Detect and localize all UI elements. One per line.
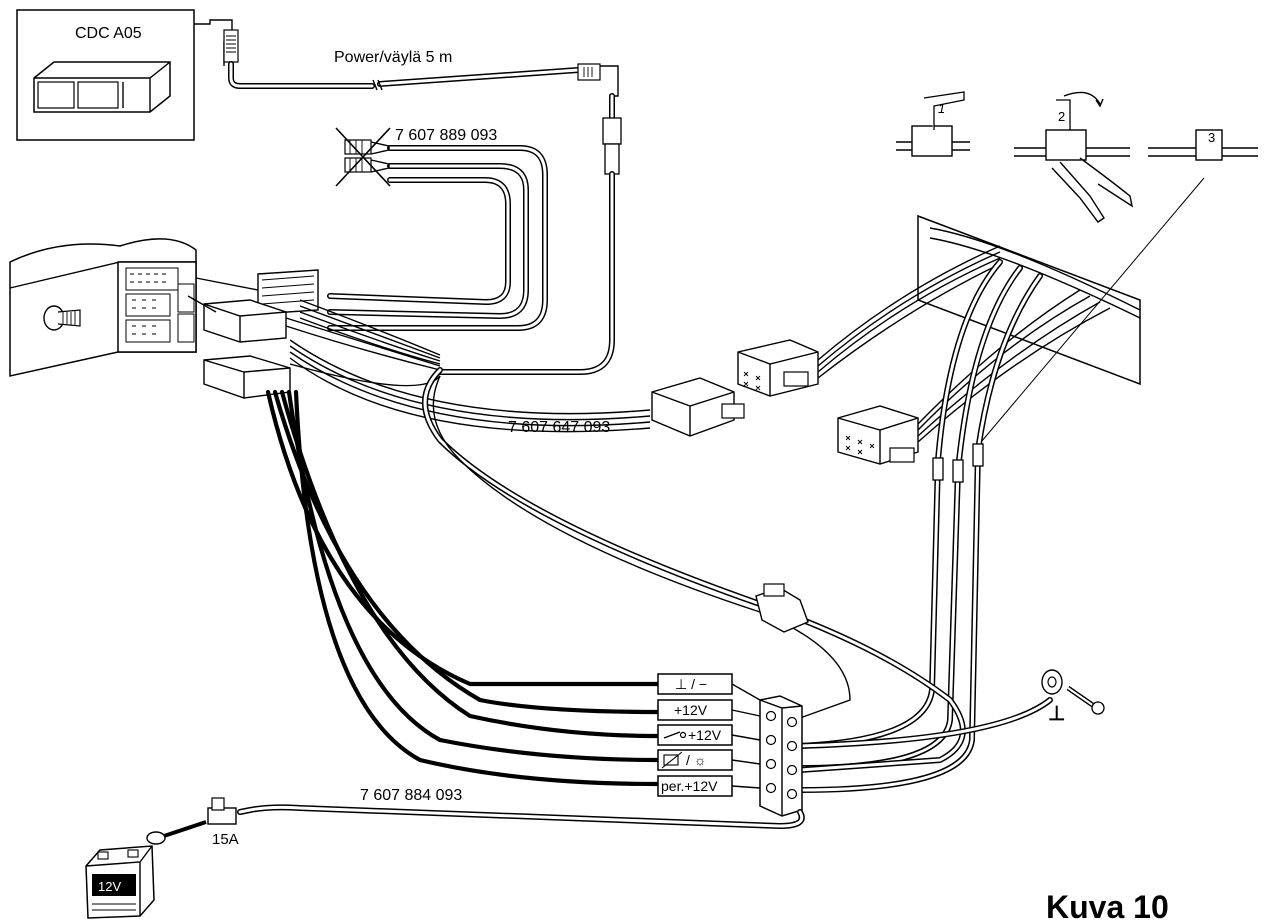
rca-adapter-cable: 7 607 889 093 xyxy=(327,127,548,331)
crimp-step-2: 2 xyxy=(1014,91,1134,223)
terminal-label-ground: ⊥ / − xyxy=(675,676,707,692)
illumination-dimmer-icon xyxy=(661,751,683,769)
rca-adapter-part-number: 7 607 889 093 xyxy=(395,127,497,144)
terminal-label-ignition-12v: +12V xyxy=(688,727,722,743)
terminal-block xyxy=(759,695,803,817)
iso-harness-part-number: 7 607 647 093 xyxy=(508,419,610,436)
power-wires xyxy=(265,389,661,787)
fuse-rating-label: 15A xyxy=(212,831,239,848)
crimp-step-1-number: 1 xyxy=(938,101,945,116)
cd-changer: CDC A05 xyxy=(16,9,195,141)
ground-symbol: ⊥ xyxy=(1048,703,1065,725)
long-harness-cable xyxy=(422,367,966,773)
crimp-step-3-number: 3 xyxy=(1208,130,1215,145)
crimp-step-2-number: 2 xyxy=(1058,109,1065,124)
battery: 12V xyxy=(85,845,155,919)
power-bus-cable-label: Power/väylä 5 m xyxy=(334,49,452,66)
battery-voltage-label: 12V xyxy=(98,879,121,894)
car-radio xyxy=(9,238,197,377)
terminal-label-12v: +12V xyxy=(674,702,708,718)
ground-lead: ⊥ xyxy=(797,669,1105,749)
crimp-step-1: 1 xyxy=(896,91,970,157)
crimp-steps: 1 2 3 xyxy=(896,91,1258,449)
ignition-key-icon xyxy=(663,731,687,739)
permanent-power-lead: 7 607 884 093 15A xyxy=(146,787,805,848)
radio-connectors xyxy=(187,269,319,399)
power-bus-cable: Power/väylä 5 m xyxy=(194,19,622,375)
permanent-power-part-number: 7 607 884 093 xyxy=(360,787,462,804)
terminal-label-illumination: / ☼ xyxy=(686,752,707,768)
terminal-label-permanent-12v: per.+12V xyxy=(661,778,718,794)
crimp-step-3: 3 xyxy=(975,129,1258,449)
spliced-wires xyxy=(797,259,1043,793)
figure-caption: Kuva 10 xyxy=(1046,889,1169,923)
terminal-labels: ⊥ / − +12V +12V / ☼ per.+12V xyxy=(657,673,761,797)
iso-harness: 7 607 647 093 xyxy=(285,245,1001,437)
vehicle-panel xyxy=(837,214,1141,465)
changer-model-label: CDC A05 xyxy=(75,25,142,42)
